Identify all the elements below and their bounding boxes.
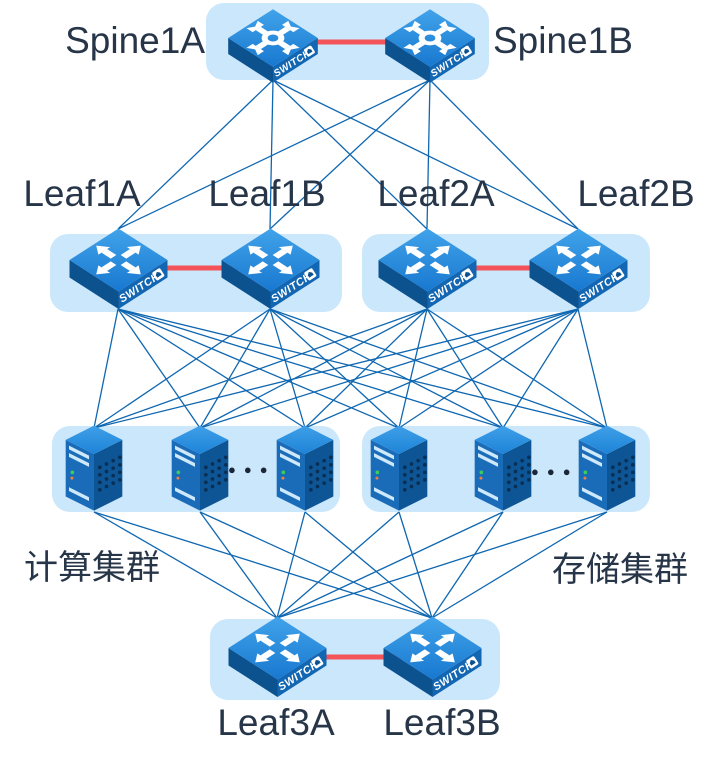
link-srv1-leaf3b [93, 511, 433, 619]
link-srv2-leaf3b [199, 511, 433, 619]
leaf1b-switch-icon [218, 225, 323, 313]
link-leaf1a-srv1 [93, 308, 119, 429]
link-leaf2a-srv6 [426, 308, 608, 429]
link-srv6-leaf3b [431, 511, 608, 619]
link-spine1a-leaf1a [117, 79, 274, 230]
link-leaf2b-srv5 [502, 308, 579, 429]
spine1a-core-switch-icon [225, 6, 321, 86]
link-leaf1a-srv6 [117, 308, 608, 429]
link-srv5-leaf3b [431, 511, 504, 619]
compute-server-1-icon [65, 425, 123, 511]
link-spine1b-leaf1a [117, 79, 431, 230]
leaf1a-switch-icon [66, 225, 171, 313]
link-leaf2b-srv1 [93, 308, 579, 429]
link-spine1a-leaf2b [272, 79, 579, 230]
link-leaf2a-srv5 [426, 308, 504, 429]
leaf1a-label: Leaf1A [23, 173, 141, 214]
storage-server-3-icon [578, 425, 636, 511]
link-leaf2b-srv6 [577, 308, 608, 429]
leaf2a-switch-icon [375, 225, 480, 313]
link-leaf1a-srv3 [117, 308, 306, 429]
link-leaf2b-srv2 [199, 308, 579, 429]
link-leaf1b-srv5 [269, 308, 504, 429]
leaf2b-switch-icon [526, 225, 631, 313]
link-leaf1b-srv3 [269, 308, 306, 429]
leaf2a-label: Leaf2A [377, 173, 495, 214]
link-spine1b-leaf2b [429, 79, 579, 230]
compute-cluster-label: 计算集群 [24, 549, 160, 587]
storage-more-servers-ellipsis: ●●● [531, 464, 579, 479]
storage-server-2-icon [474, 425, 532, 511]
leaf3b-switch-icon [380, 613, 485, 701]
link-leaf1b-srv1 [93, 308, 271, 429]
spine1a-label: Spine1A [65, 20, 205, 61]
link-leaf1a-srv4 [117, 308, 400, 429]
storage-server-1-icon [370, 425, 428, 511]
link-srv4-leaf3a [276, 511, 400, 619]
link-leaf2a-srv1 [93, 308, 428, 429]
link-spine1b-leaf2a [426, 79, 431, 230]
link-srv6-leaf3a [276, 511, 608, 619]
link-srv3-leaf3a [276, 511, 306, 619]
link-leaf2a-srv3 [304, 308, 428, 429]
link-leaf1b-srv6 [269, 308, 608, 429]
link-leaf1a-srv2 [117, 308, 201, 429]
spine1b-core-switch-icon [382, 6, 478, 86]
link-spine1b-leaf1b [269, 79, 431, 230]
leaf3a-label: Leaf3A [217, 702, 335, 743]
link-leaf2a-srv2 [199, 308, 428, 429]
link-srv1-leaf3a [93, 511, 278, 619]
compute-server-2-icon [171, 425, 229, 511]
link-srv3-leaf3b [304, 511, 433, 619]
link-leaf2b-srv4 [398, 308, 579, 429]
leaf3b-label: Leaf3B [383, 702, 501, 743]
compute-server-3-icon [276, 425, 334, 511]
link-srv5-leaf3a [276, 511, 504, 619]
link-srv4-leaf3b [398, 511, 433, 619]
leaf1b-label: Leaf1B [208, 173, 326, 214]
link-leaf1b-srv2 [199, 308, 271, 429]
link-leaf2b-srv3 [304, 308, 579, 429]
leaf2b-label: Leaf2B [577, 173, 695, 214]
link-leaf1a-srv5 [117, 308, 504, 429]
link-srv2-leaf3a [199, 511, 278, 619]
storage-cluster-label: 存储集群 [552, 551, 688, 589]
link-leaf2a-srv4 [398, 308, 428, 429]
spine1b-label: Spine1B [493, 20, 633, 61]
link-spine1a-leaf1b [269, 79, 274, 230]
compute-more-servers-ellipsis: ●●● [228, 462, 276, 477]
leaf3a-switch-icon [225, 613, 330, 701]
